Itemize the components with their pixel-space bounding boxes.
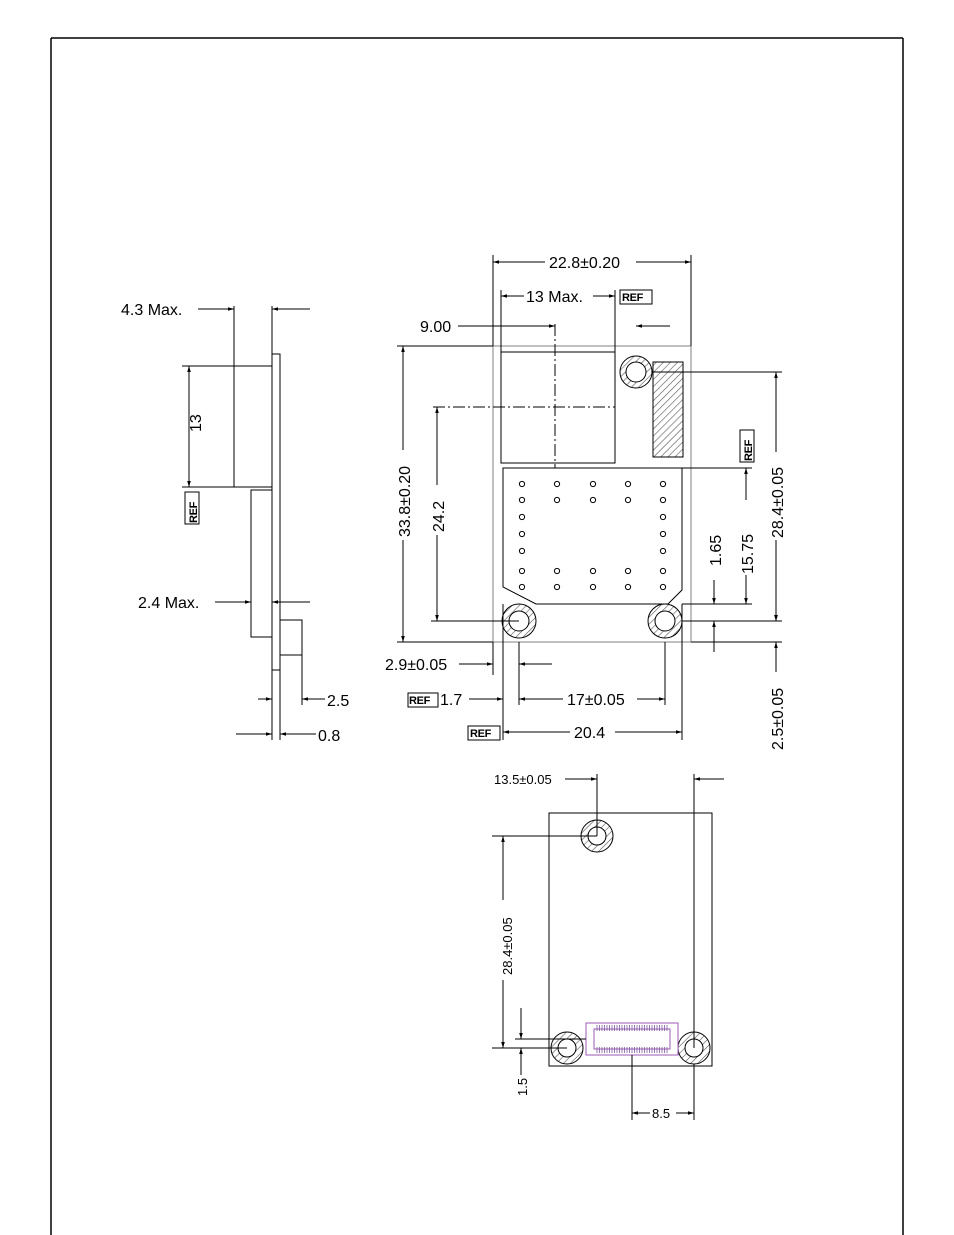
pad-dot (554, 481, 559, 486)
pad-dot (590, 568, 595, 573)
top-dim-1575-label: 15.75 (740, 534, 757, 574)
side-dim-25-label: 2.5 (327, 693, 349, 710)
pad-dot (660, 514, 665, 519)
pad-dot (660, 481, 665, 486)
top-dim-242-label: 24.2 (431, 501, 448, 532)
side-dim-08-label: 0.8 (318, 728, 340, 745)
top-ref-label-1: REF (622, 292, 644, 304)
top-dim-900-label: 9.00 (420, 319, 451, 336)
pad-dot (590, 497, 595, 502)
bottom-view: 13.5±0.05 28.4±0.05 1.5 8.5 (492, 772, 724, 1121)
bottom-dim-135-label: 13.5±0.05 (494, 772, 552, 787)
side-dim-13-label: 13 (188, 414, 205, 432)
side-view: 4.3 Max. 13 REF 2.4 Max. 2.5 0.8 (121, 302, 349, 745)
side-pcb (272, 354, 280, 670)
top-dim-29-label: 2.9±0.05 (385, 657, 447, 674)
top-dim-25-label: 2.5±0.05 (770, 688, 787, 750)
top-max-13-label: 13 Max. (526, 289, 583, 306)
side-upper-component (234, 366, 272, 487)
top-view: 22.8±0.20 13 Max. REF 9.00 33.8±0.20 24.… (385, 255, 787, 750)
pad-dot (660, 531, 665, 536)
top-ref-label-4: REF (470, 728, 492, 740)
top-dim-165-label: 1.65 (708, 535, 725, 566)
top-dim-17-05-label: 17±0.05 (567, 692, 625, 709)
top-module-body (503, 468, 682, 604)
side-max-24-label: 2.4 Max. (138, 595, 199, 612)
pad-dot (519, 531, 524, 536)
top-hole-bottom-right (648, 604, 682, 638)
pad-dot (590, 481, 595, 486)
bottom-dim-15-label: 1.5 (515, 1078, 530, 1096)
top-dim-284-label: 28.4±0.05 (770, 467, 787, 538)
pad-dot (519, 481, 524, 486)
top-hatched-pad (653, 362, 683, 457)
top-ref-label-2: REF (743, 439, 755, 461)
pad-dot (519, 568, 524, 573)
pad-dot (660, 497, 665, 502)
pad-dot (554, 568, 559, 573)
bottom-dim-85-label: 8.5 (652, 1106, 670, 1121)
pad-dot (660, 568, 665, 573)
pad-dot (660, 584, 665, 589)
side-connector (280, 620, 302, 655)
bottom-board-outline (549, 813, 712, 1066)
top-height-label: 33.8±0.20 (397, 466, 414, 537)
top-hole-top-right (620, 356, 652, 388)
bottom-connector (586, 1023, 678, 1055)
side-max-43-label: 4.3 Max. (121, 302, 182, 319)
side-ref-label: REF (188, 501, 200, 523)
pad-dot (625, 584, 630, 589)
pad-dot (554, 584, 559, 589)
pad-dot (625, 481, 630, 486)
pad-dot (625, 568, 630, 573)
pad-dot (660, 548, 665, 553)
pad-dot (590, 584, 595, 589)
top-dim-17-label: 1.7 (440, 692, 462, 709)
side-lower-component (251, 490, 272, 637)
top-dim-204-label: 20.4 (574, 725, 605, 742)
top-ref-label-3: REF (409, 695, 431, 707)
top-width-label: 22.8±0.20 (549, 255, 620, 272)
pad-dot (554, 497, 559, 502)
pad-dot (519, 497, 524, 502)
pad-dot (519, 514, 524, 519)
bottom-dim-284-label: 28.4±0.05 (500, 917, 515, 975)
pad-dot (625, 497, 630, 502)
top-pad-array (519, 481, 665, 589)
pad-dot (519, 548, 524, 553)
drawing-frame (51, 38, 903, 1235)
pad-dot (519, 584, 524, 589)
